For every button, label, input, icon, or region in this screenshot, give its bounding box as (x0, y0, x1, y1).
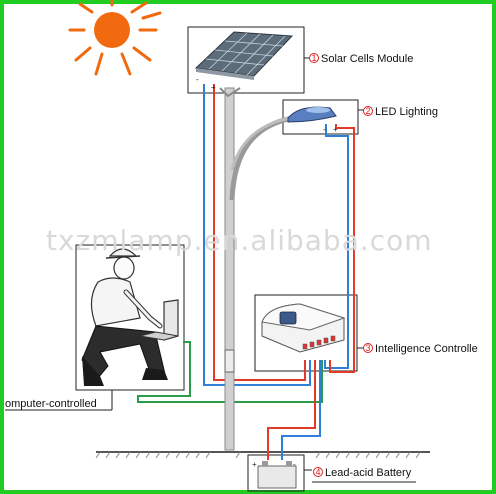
battery-callout-box (247, 454, 305, 492)
technician-figure (81, 248, 168, 386)
battery-minus-sign: - (293, 460, 296, 469)
controller-device (261, 303, 346, 353)
led-negative-wire (324, 124, 349, 369)
solar-plus-sign: + (211, 83, 216, 92)
solar-negative-wire (203, 84, 311, 386)
battery-label-number: 4 (316, 467, 321, 477)
battery-positive-wire (267, 360, 316, 460)
pole-access-door (224, 349, 235, 373)
led-label-text: LED Lighting (375, 106, 438, 118)
battery-label: 4 Lead-acid Battery (313, 467, 412, 479)
battery-negative-wire (281, 360, 321, 460)
solar-label-number: 1 (312, 53, 317, 63)
solar-callout-box (187, 26, 305, 94)
led-plus-sign: + (333, 125, 338, 134)
led-minus-sign: - (323, 125, 326, 134)
led-positive-wire (329, 124, 355, 373)
solar-positive-wire (213, 84, 306, 381)
computer-link-wire (137, 341, 323, 403)
led-label-number: 2 (366, 106, 371, 116)
sun-icon (68, 0, 162, 76)
laptop-icon (139, 299, 179, 341)
computer-callout-box (75, 244, 185, 391)
led-callout-box (282, 99, 359, 135)
wiring (137, 84, 355, 460)
controller-label: 3 Intelligence Controlle (363, 343, 478, 355)
battery-label-text: Lead-acid Battery (325, 467, 412, 479)
ground-hatching (95, 451, 421, 459)
battery-plus-sign: + (252, 460, 257, 469)
panel-bracket (219, 87, 241, 98)
controller-label-number: 3 (366, 343, 371, 353)
watermark-text: txzmlamp.en.alibaba.com (46, 224, 433, 257)
pole-arm-brace (230, 116, 291, 171)
solar-minus-sign: - (196, 75, 199, 84)
led-label: 2 LED Lighting (363, 106, 438, 118)
solar-panel (194, 31, 294, 80)
pole-arm (229, 115, 294, 201)
solar-label: 1 Solar Cells Module (309, 53, 413, 65)
battery-icon (257, 461, 297, 489)
computer-label-text: omputer-controlled (5, 398, 97, 410)
solar-label-text: Solar Cells Module (321, 53, 413, 65)
led-lamp-head (287, 106, 337, 123)
controller-label-text: Intelligence Controlle (375, 343, 478, 355)
light-pole (224, 87, 235, 451)
